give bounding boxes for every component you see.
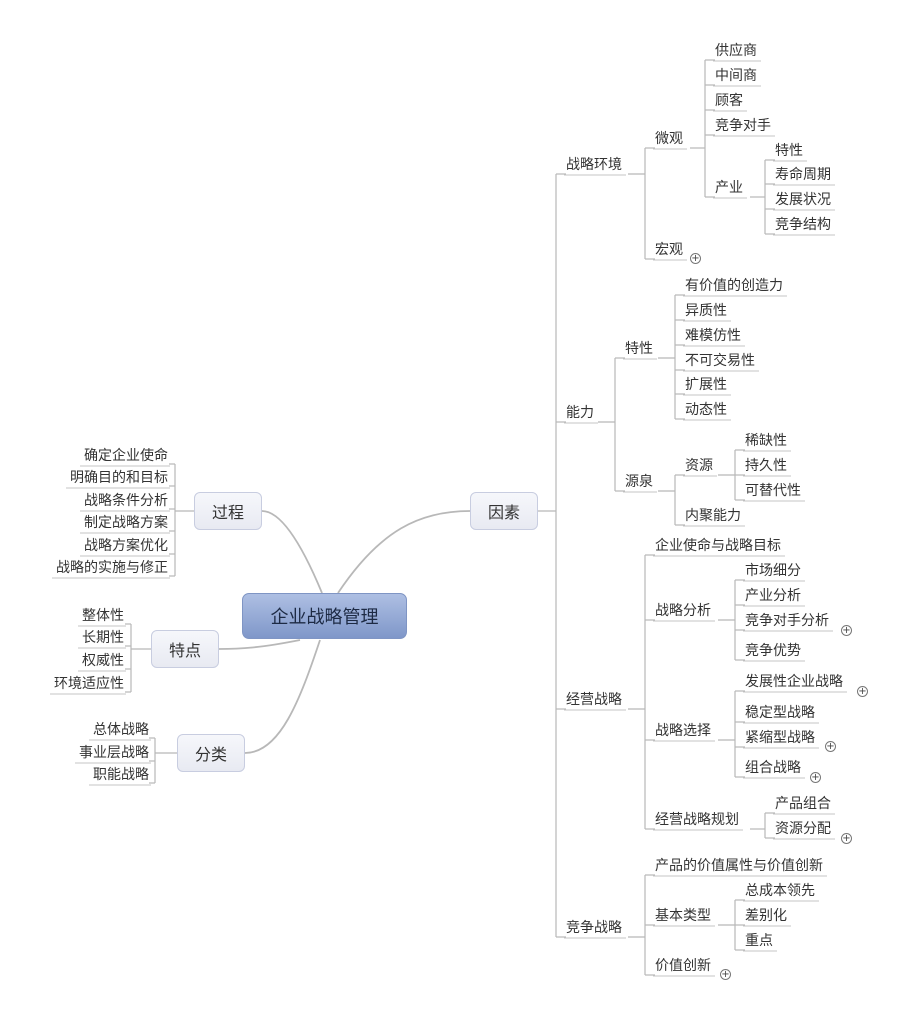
connector-line (218, 639, 301, 650)
node-industry[interactable]: 产业 (715, 180, 743, 196)
node-resource-allocation[interactable]: 资源分配 (775, 821, 831, 837)
node-competitor-analysis[interactable]: 竞争对手分析 (745, 613, 829, 629)
node-capability-traits[interactable]: 特性 (625, 341, 653, 357)
left-branch-types[interactable]: 分类 (177, 734, 245, 772)
branch-label: 因素 (487, 503, 520, 522)
node-lifecycle[interactable]: 寿命周期 (775, 167, 831, 183)
leaf-process-2[interactable]: 明确目的和目标 (70, 470, 168, 486)
plus-circle-icon[interactable]: + (825, 741, 836, 752)
node-macro[interactable]: 宏观 (655, 242, 683, 258)
node-differentiation[interactable]: 差别化 (745, 908, 787, 924)
node-competitive-strategy[interactable]: 竞争战略 (566, 920, 622, 936)
plus-circle-icon[interactable]: + (857, 686, 868, 697)
node-heterogeneity[interactable]: 异质性 (685, 303, 727, 319)
node-value-attribute[interactable]: 产品的价值属性与价值创新 (655, 858, 823, 874)
node-scarcity[interactable]: 稀缺性 (745, 433, 787, 449)
node-inimitability[interactable]: 难模仿性 (685, 328, 741, 344)
node-industry-analysis[interactable]: 产业分析 (745, 588, 801, 604)
node-business-planning[interactable]: 经营战略规划 (655, 812, 739, 828)
connector-line (261, 510, 323, 594)
node-competitor[interactable]: 竞争对手 (715, 118, 771, 134)
leaf-process-1[interactable]: 确定企业使命 (84, 448, 168, 464)
node-source[interactable]: 源泉 (625, 474, 653, 490)
node-intermediary[interactable]: 中间商 (715, 68, 757, 84)
node-strategy-choice[interactable]: 战略选择 (655, 723, 711, 739)
node-basic-types[interactable]: 基本类型 (655, 908, 711, 924)
branch-label: 分类 (194, 745, 227, 764)
connector-line (337, 510, 471, 594)
leaf-trait-1[interactable]: 整体性 (82, 608, 124, 624)
root-node[interactable]: 企业战略管理 (242, 593, 407, 639)
node-combo-strategy[interactable]: 组合战略 (745, 760, 801, 776)
branch-label: 特点 (168, 641, 201, 660)
node-value-innovation[interactable]: 价值创新 (655, 958, 711, 974)
leaf-process-4[interactable]: 制定战略方案 (84, 515, 168, 531)
node-dynamism[interactable]: 动态性 (685, 402, 727, 418)
plus-circle-icon[interactable]: + (841, 833, 852, 844)
plus-circle-icon[interactable]: + (720, 969, 731, 980)
node-cost-leadership[interactable]: 总成本领先 (745, 883, 815, 899)
node-non-tradability[interactable]: 不可交易性 (685, 353, 755, 369)
node-strategy-env[interactable]: 战略环境 (566, 157, 622, 173)
node-industry-feature[interactable]: 特性 (775, 143, 803, 159)
node-development-status[interactable]: 发展状况 (775, 192, 831, 208)
node-focus[interactable]: 重点 (745, 933, 773, 949)
node-mission-goal[interactable]: 企业使命与战略目标 (655, 538, 781, 554)
node-customer[interactable]: 顾客 (715, 93, 743, 109)
node-retrench-strategy[interactable]: 紧缩型战略 (745, 730, 815, 746)
leaf-trait-2[interactable]: 长期性 (82, 630, 124, 646)
node-resources[interactable]: 资源 (685, 458, 713, 474)
leaf-process-5[interactable]: 战略方案优化 (84, 538, 168, 554)
leaf-trait-4[interactable]: 环境适应性 (54, 676, 124, 692)
leaf-type-2[interactable]: 事业层战略 (79, 745, 149, 761)
connector-line (244, 639, 321, 754)
node-cohesion[interactable]: 内聚能力 (685, 508, 741, 524)
branch-label: 过程 (211, 503, 244, 522)
left-branch-process[interactable]: 过程 (194, 492, 262, 530)
leaf-process-6[interactable]: 战略的实施与修正 (56, 560, 168, 576)
node-market-segment[interactable]: 市场细分 (745, 563, 801, 579)
node-expandability[interactable]: 扩展性 (685, 377, 727, 393)
right-branch-factors[interactable]: 因素 (470, 492, 538, 530)
node-durability[interactable]: 持久性 (745, 458, 787, 474)
plus-circle-icon[interactable]: + (841, 625, 852, 636)
node-supplier[interactable]: 供应商 (715, 43, 757, 59)
node-strategy-analysis[interactable]: 战略分析 (655, 603, 711, 619)
plus-circle-icon[interactable]: + (690, 253, 701, 264)
left-branch-traits[interactable]: 特点 (151, 630, 219, 668)
node-valuable-creativity[interactable]: 有价值的创造力 (685, 278, 783, 294)
plus-circle-icon[interactable]: + (810, 772, 821, 783)
node-business-strategy[interactable]: 经营战略 (566, 692, 622, 708)
node-substitutability[interactable]: 可替代性 (745, 483, 801, 499)
node-capability[interactable]: 能力 (566, 405, 594, 421)
leaf-trait-3[interactable]: 权威性 (82, 653, 124, 669)
node-competitive-advantage[interactable]: 竞争优势 (745, 643, 801, 659)
root-label: 企业战略管理 (270, 607, 379, 628)
node-micro[interactable]: 微观 (655, 131, 683, 147)
leaf-type-1[interactable]: 总体战略 (93, 722, 149, 738)
node-growth-strategy[interactable]: 发展性企业战略 (745, 674, 843, 690)
leaf-type-3[interactable]: 职能战略 (93, 767, 149, 783)
leaf-process-3[interactable]: 战略条件分析 (84, 493, 168, 509)
node-stable-strategy[interactable]: 稳定型战略 (745, 705, 815, 721)
node-competition-structure[interactable]: 竞争结构 (775, 217, 831, 233)
node-product-portfolio[interactable]: 产品组合 (775, 796, 831, 812)
